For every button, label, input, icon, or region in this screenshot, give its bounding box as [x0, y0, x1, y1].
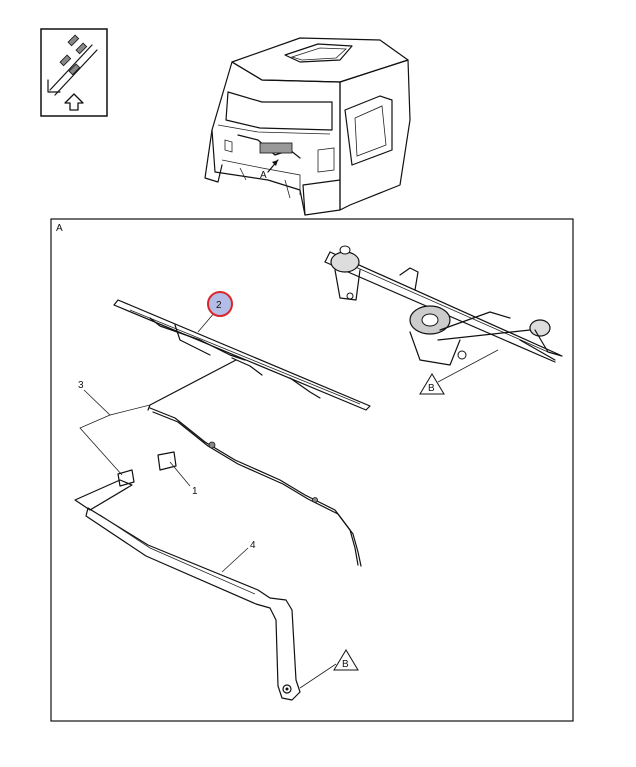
- detail-panel-label: A: [56, 223, 63, 234]
- svg-text:B: B: [342, 659, 349, 670]
- detail-panel-frame: [50, 218, 574, 722]
- wiper-blade-illustration: [113, 299, 371, 411]
- wiper-symbol-icon: [47, 34, 98, 96]
- nozzle-clip-illustration: [117, 451, 177, 487]
- callout-4[interactable]: 4: [221, 540, 256, 573]
- view-direction-icon: [40, 28, 108, 117]
- wiper-linkage-illustration: [324, 245, 563, 366]
- ref-b-arm: B: [299, 649, 359, 689]
- wiper-arm-illustration: [74, 479, 301, 701]
- overview-ref-label: A: [260, 170, 267, 181]
- svg-text:2: 2: [216, 300, 222, 311]
- svg-text:3: 3: [78, 380, 84, 391]
- truck-cab-illustration: A: [204, 37, 411, 216]
- ref-b-motor: B: [419, 349, 499, 395]
- callout-1[interactable]: 1: [169, 461, 198, 497]
- svg-text:4: 4: [250, 540, 256, 551]
- up-arrow-icon: [64, 93, 84, 111]
- callout-3[interactable]: 3: [78, 380, 151, 476]
- callout-2[interactable]: 2: [197, 291, 233, 333]
- svg-text:B: B: [428, 383, 435, 394]
- svg-text:1: 1: [192, 486, 198, 497]
